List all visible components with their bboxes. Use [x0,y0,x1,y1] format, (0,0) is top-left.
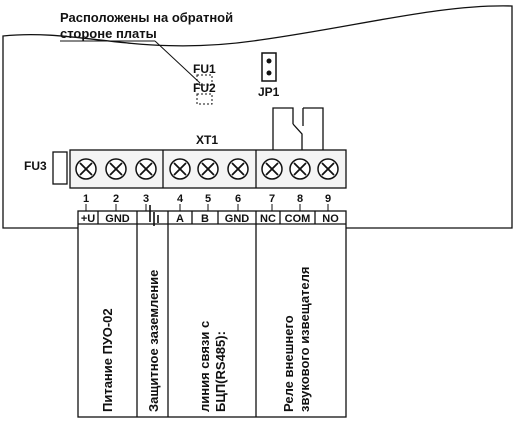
jp1-pin-top [266,58,272,64]
terminal-label-6: GND [225,213,250,225]
fu2-fuse [196,93,213,105]
terminal-label-1: +U [81,213,95,225]
note-line2: стороне платы [60,26,157,41]
fu1-label: FU1 [193,62,216,76]
terminal-screw-6 [227,158,249,180]
group-ground-label: Защитное заземление [146,270,161,412]
terminal-label-9: NO [322,213,339,225]
fu1-fuse [196,74,213,86]
group-relay-label-1: Реле внешнего [281,315,296,412]
note-leader [154,40,201,84]
terminal-label-2: GND [105,213,130,225]
terminal-number-7: 7 [269,193,275,205]
jp1-jumper [261,52,277,82]
terminal-label-5: B [201,213,209,225]
terminal-label-4: A [176,213,184,225]
terminal-number-2: 2 [113,193,119,205]
terminal-number-1: 1 [83,193,89,205]
terminal-number-3: 3 [143,193,149,205]
terminal-pins: 1 2 3 4 5 6 7 8 9 [83,193,331,211]
terminal-screw-9 [317,158,339,180]
terminal-screw-5 [197,158,219,180]
terminal-labels: +U GND A B GND NC COM NO [81,213,339,225]
fu3-fuse [52,151,68,185]
note-line1: Расположены на обратной [60,10,233,25]
fu3-label: FU3 [24,159,47,173]
terminal-screw-1 [75,158,97,180]
terminal-number-8: 8 [297,193,303,205]
terminal-screw-3 [135,158,157,180]
board-outline [2,5,513,229]
terminal-screw-7 [261,158,283,180]
jp1-label: JP1 [258,85,280,99]
jp1-pin-bottom [266,70,272,76]
terminal-screw-4 [169,158,191,180]
group-power-label: Питание ПУО-02 [100,308,115,412]
relay-contact-symbol [272,107,324,150]
terminal-number-4: 4 [177,193,184,205]
terminal-number-5: 5 [205,193,211,205]
ground-icon [149,205,159,226]
terminal-label-7: NC [260,213,276,225]
terminal-screw-8 [289,158,311,180]
group-rs485-label-1: линия связи с [197,321,212,412]
group-rs485-label-2: БЦП(RS485): [213,331,228,412]
terminal-screws [75,158,339,180]
xt1-label: XT1 [196,133,218,147]
group-relay-label-2: звукового извещателя [297,267,312,413]
terminal-table [77,210,347,418]
terminal-screw-2 [105,158,127,180]
terminal-number-6: 6 [235,193,241,205]
terminal-number-9: 9 [325,193,331,205]
fu2-label: FU2 [193,81,216,95]
terminal-label-8: COM [285,213,311,225]
